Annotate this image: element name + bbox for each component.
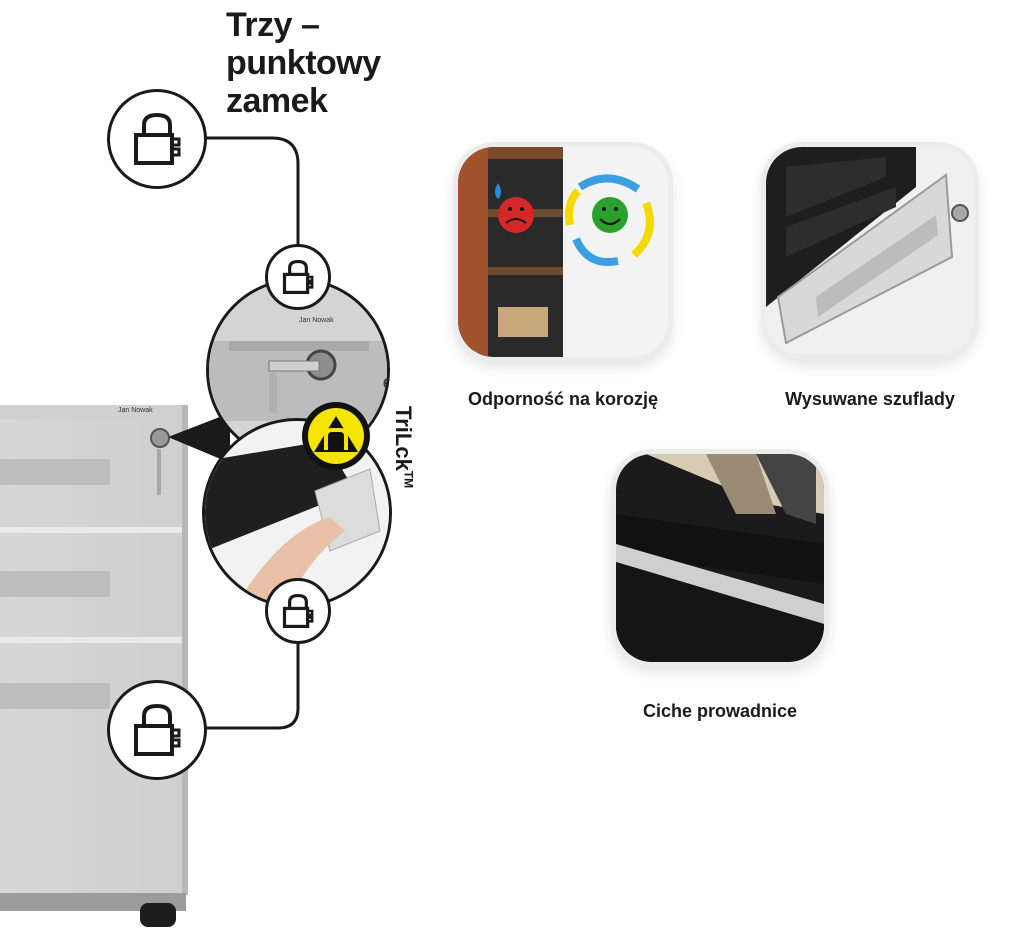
sad-face-icon <box>498 197 534 233</box>
corrosion-resistance-image <box>458 147 668 357</box>
recycle-arrows-icon <box>565 174 654 266</box>
connector-lines <box>205 136 300 730</box>
lock-detail-brand: Jan Nowak <box>299 317 334 324</box>
water-drop-icon <box>495 183 501 199</box>
silent-rails-image <box>616 454 824 662</box>
padlock-icon <box>265 578 331 644</box>
trilock-name: TriLck <box>391 406 416 471</box>
padlock-icon <box>265 244 331 310</box>
heading: Trzy – punktowy zamek <box>226 6 381 120</box>
feature-label-drawers: Wysuwane szuflady <box>785 389 955 409</box>
padlock-icon <box>107 680 207 780</box>
trilock-logo-icon <box>302 402 370 470</box>
drawer-detail-image <box>205 421 389 605</box>
smile-face-icon <box>592 197 628 233</box>
pull-out-drawer-image <box>766 147 974 355</box>
trilock-label: TriLckTM <box>390 406 416 488</box>
drawer-number: 6 <box>383 375 387 391</box>
heading-line-3: zamek <box>226 82 328 120</box>
drawer-detail-circle <box>202 418 392 608</box>
feature-label-rails: Ciche prowadnice <box>642 701 798 721</box>
cabinet-brand-label: Jan Nowak <box>118 407 153 414</box>
heading-line-2: punktowy <box>226 44 381 82</box>
feature-label-corrosion: Odporność na korozję <box>467 389 659 409</box>
heading-line-1: Trzy – <box>226 6 320 44</box>
padlock-icon <box>107 89 207 189</box>
trilock-mark: TM <box>401 470 416 489</box>
connector-wedge <box>168 413 230 463</box>
